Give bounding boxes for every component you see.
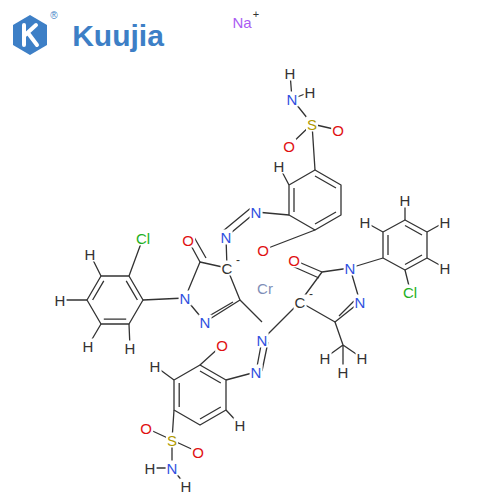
atom-label: O bbox=[282, 139, 296, 154]
azo-bonds bbox=[223, 207, 315, 268]
sulfonamide-bonds bbox=[279, 73, 338, 185]
charge-sign: - bbox=[308, 288, 314, 300]
atom-label: H bbox=[337, 365, 350, 380]
counter-ion: Na bbox=[231, 15, 252, 30]
ring-substituent-bonds bbox=[60, 238, 143, 348]
kuujia-logo bbox=[13, 15, 47, 55]
atom-label: H bbox=[144, 461, 157, 476]
atom-label: H bbox=[84, 247, 97, 262]
watermark: Kuujia bbox=[71, 21, 165, 51]
bond-lines bbox=[60, 73, 445, 486]
atom-label: N bbox=[256, 333, 269, 348]
watermark: ® bbox=[49, 11, 58, 21]
atom-label: C bbox=[221, 261, 234, 276]
atom-label: H bbox=[82, 339, 95, 354]
atom-label: N bbox=[250, 365, 263, 380]
atom-label: H bbox=[149, 359, 162, 374]
sulfonamide-bonds bbox=[146, 345, 240, 486]
double-bonds bbox=[388, 226, 422, 265]
atom-label: O bbox=[287, 253, 301, 268]
atom-label: N bbox=[220, 230, 233, 245]
atom-label: H bbox=[439, 215, 452, 230]
atom-label: H bbox=[273, 159, 286, 174]
benzene-ring bbox=[174, 365, 226, 425]
metal-label: Cr bbox=[256, 281, 274, 296]
atom-label: O bbox=[331, 123, 345, 138]
benzene-ring bbox=[87, 276, 143, 324]
double-bonds bbox=[93, 281, 138, 319]
benzene-ring bbox=[383, 220, 427, 270]
logo-mark bbox=[24, 25, 37, 45]
atom-label: H bbox=[180, 479, 193, 494]
atom-label: H bbox=[234, 418, 247, 433]
atom-label: O bbox=[256, 243, 270, 258]
atom-label: N bbox=[286, 92, 299, 107]
atom-label: S bbox=[306, 117, 318, 132]
atom-label: H bbox=[399, 193, 412, 208]
atom-label: H bbox=[319, 351, 332, 366]
atom-label: Cl bbox=[135, 231, 151, 246]
atom-label: H bbox=[439, 261, 452, 276]
atom-label: N bbox=[354, 295, 367, 310]
atom-label: N bbox=[250, 205, 263, 220]
atom-label: H bbox=[304, 85, 317, 100]
double-bonds bbox=[294, 176, 336, 224]
atom-label: O bbox=[139, 421, 153, 436]
logo-hexagon bbox=[13, 15, 47, 55]
atom-label: O bbox=[181, 233, 195, 248]
atom-label: S bbox=[166, 433, 178, 448]
pyrazolone-bonds bbox=[292, 260, 362, 372]
pyrazolone-bonds bbox=[143, 237, 262, 322]
charge-sign: + bbox=[252, 9, 260, 20]
charge-sign: - bbox=[235, 254, 241, 266]
ring-substituent-bonds bbox=[350, 200, 445, 290]
atom-label: Cl bbox=[402, 285, 418, 300]
atom-label: H bbox=[124, 341, 137, 356]
atom-label: N bbox=[179, 291, 192, 306]
benzene-ring bbox=[289, 170, 341, 230]
atom-label: O bbox=[191, 445, 205, 460]
atom-label: H bbox=[356, 351, 369, 366]
double-bonds bbox=[179, 371, 221, 419]
pyrazolone-ring bbox=[300, 268, 360, 322]
atom-label: N bbox=[199, 315, 212, 330]
atom-label: H bbox=[284, 66, 297, 81]
atom-label: N bbox=[166, 461, 179, 476]
azo-bonds bbox=[226, 302, 300, 380]
atom-label: N bbox=[344, 261, 357, 276]
atom-label: C bbox=[294, 295, 307, 310]
atom-label: O bbox=[215, 338, 229, 353]
atom-label: H bbox=[359, 215, 372, 230]
atom-label: H bbox=[54, 293, 67, 308]
